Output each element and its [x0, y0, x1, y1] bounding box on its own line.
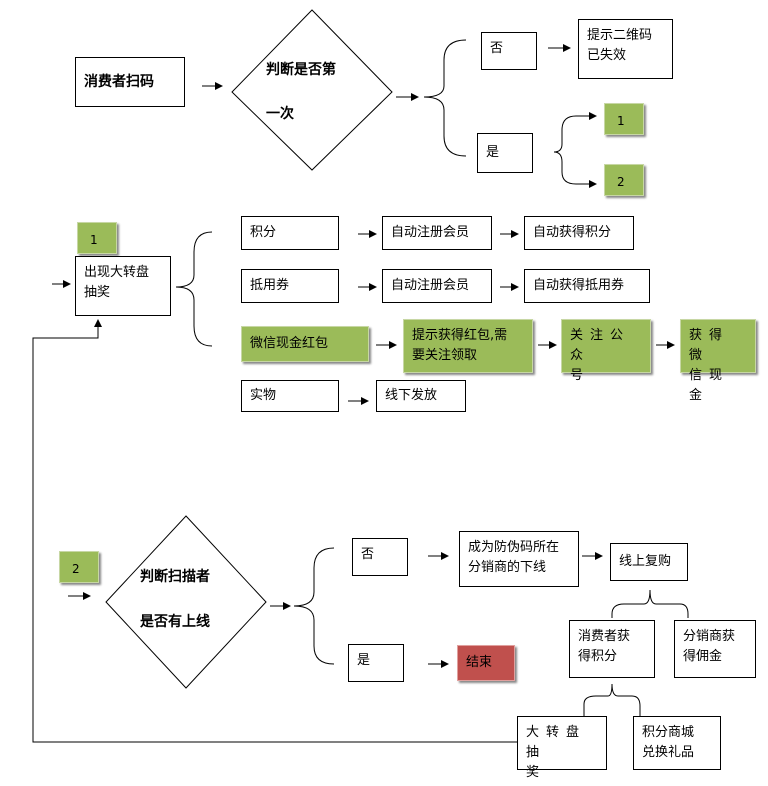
consumer-scan-box: 消费者扫码 [75, 57, 185, 107]
physical-box: 实物 [241, 380, 339, 412]
decision-upline-label-1: 判断扫描者 [140, 569, 210, 585]
mall-redeem-box: 积分商城 兑换礼品 [633, 716, 721, 770]
online-repurchase-box: 线上复购 [610, 543, 688, 581]
voucher-box: 抵用券 [241, 269, 339, 303]
wheel-box: 出现大转盘 抽奖 [75, 256, 171, 316]
loop-wheel-draw-to-wheel [32, 319, 518, 743]
tag-2-box: 2 [604, 164, 644, 196]
brace-points-split [583, 683, 641, 716]
points-box: 积分 [241, 216, 339, 250]
brace-wheel-options [175, 231, 213, 347]
yes-box-2: 是 [348, 644, 404, 682]
qr-invalid-box: 提示二维码 已失效 [578, 19, 673, 79]
decision-upline-diamond [105, 515, 267, 689]
end-box: 结束 [457, 645, 515, 681]
tag-1-box: 1 [604, 103, 644, 135]
get-points-box: 自动获得积分 [524, 216, 634, 250]
brace-repurchase-split [611, 589, 689, 618]
tag-1-wheel-box: 1 [77, 222, 117, 254]
brace-yes-split [553, 115, 577, 185]
auto-register-box-1: 自动注册会员 [382, 216, 492, 250]
follow-account-box: 关注公众 号 [561, 319, 651, 383]
prompt-follow-box: 提示获得红包,需 要关注领取 [403, 319, 533, 373]
yes-box-1: 是 [477, 133, 533, 173]
become-downline-box: 成为防伪码所在 分销商的下线 [459, 531, 579, 587]
decision-first-scan-label: 判断是否第 一次 [266, 62, 336, 122]
consumer-points-box: 消费者获 得积分 [569, 620, 655, 678]
decision-upline-label-2: 是否有上线 [140, 614, 210, 630]
decision-first-scan-diamond [231, 9, 393, 171]
tag-2-upline-box: 2 [59, 551, 99, 583]
no-box-2: 否 [352, 538, 408, 576]
no-box-1: 否 [481, 32, 537, 70]
get-voucher-box: 自动获得抵用券 [524, 269, 650, 303]
offline-issue-box: 线下发放 [376, 380, 466, 412]
auto-register-box-2: 自动注册会员 [382, 269, 492, 303]
get-cash-box: 获得微 信现金 [680, 319, 756, 403]
wheel-draw-box: 大转盘抽 奖 [517, 716, 607, 780]
brace-first-scan [423, 39, 467, 157]
distributor-commission-box: 分销商获 得佣金 [674, 620, 756, 678]
wechat-cash-box: 微信现金红包 [241, 326, 369, 362]
brace-upline [293, 547, 335, 665]
